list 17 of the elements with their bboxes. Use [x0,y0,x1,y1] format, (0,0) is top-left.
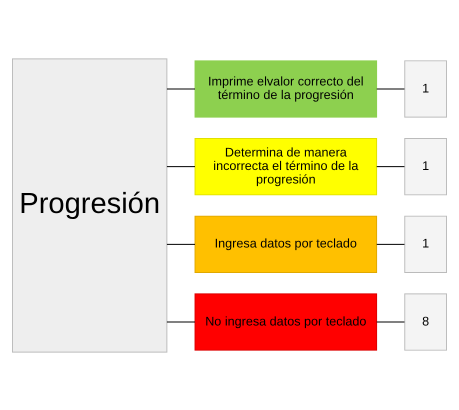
node-box: 1 [404,215,447,272]
node-box: 1 [404,60,447,118]
connector [376,166,405,167]
connector [376,321,405,322]
connector [166,321,196,322]
connector [166,243,196,244]
connector [376,243,405,244]
node-box: 8 [404,292,447,350]
node-box: Imprime elvalor correcto del término de la progresión [194,60,378,118]
node-box: No ingresa datos por teclado [194,292,378,350]
connector [166,166,196,167]
node-box: Progresión [12,58,168,352]
connector [166,88,196,89]
connector [376,88,405,89]
node-box: Ingresa datos por teclado [194,215,378,272]
node-box: 1 [404,138,447,195]
node-box: Determina de manera incorrecta el término de la progresión [194,138,378,195]
